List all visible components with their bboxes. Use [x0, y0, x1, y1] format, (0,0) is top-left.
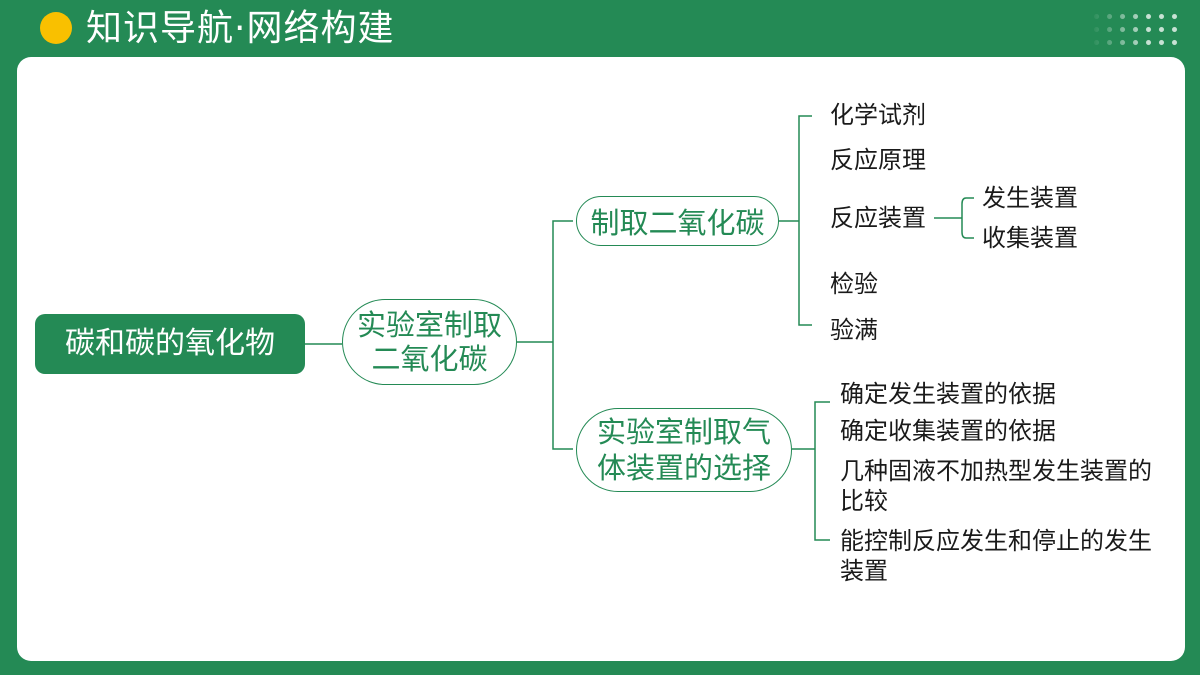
branch-select-line-1: 实验室制取气 [596, 415, 771, 449]
leaf-collector-basis: 确定收集装置的依据 [840, 417, 1056, 445]
leaf-reagents: 化学试剂 [830, 101, 926, 129]
level1-node: 实验室制取 二氧化碳 [342, 299, 517, 385]
leaf-test: 检验 [830, 270, 878, 298]
leaf-device: 反应装置 [830, 204, 926, 232]
bracket-select [814, 401, 830, 541]
branch-select-node: 实验室制取气 体装置的选择 [576, 408, 792, 492]
level1-line-2: 二氧化碳 [371, 342, 488, 376]
leaf-control-device: 能控制反应发生和停止的发生装置 [840, 527, 1152, 585]
leaf-generator-basis: 确定发生装置的依据 [840, 380, 1056, 408]
leaf-generator: 发生装置 [982, 184, 1078, 212]
leaf-device-compare: 几种固液不加热型发生装置的比较 [840, 457, 1152, 515]
branch-select-line-2: 体装置的选择 [596, 451, 771, 485]
leaf-collector: 收集装置 [982, 224, 1078, 252]
dot-pattern-decoration [1090, 10, 1180, 52]
root-node: 碳和碳的氧化物 [35, 314, 305, 374]
bracket-device [961, 197, 974, 239]
leaf-principle: 反应原理 [830, 146, 926, 174]
level1-line-1: 实验室制取 [356, 308, 502, 342]
bracket-make [798, 115, 812, 326]
page-title: 知识导航·网络构建 [86, 8, 395, 49]
title-bullet-icon [40, 12, 72, 44]
bracket-level1 [552, 220, 573, 450]
branch-make-node: 制取二氧化碳 [576, 196, 779, 246]
leaf-full-check: 验满 [830, 316, 878, 344]
